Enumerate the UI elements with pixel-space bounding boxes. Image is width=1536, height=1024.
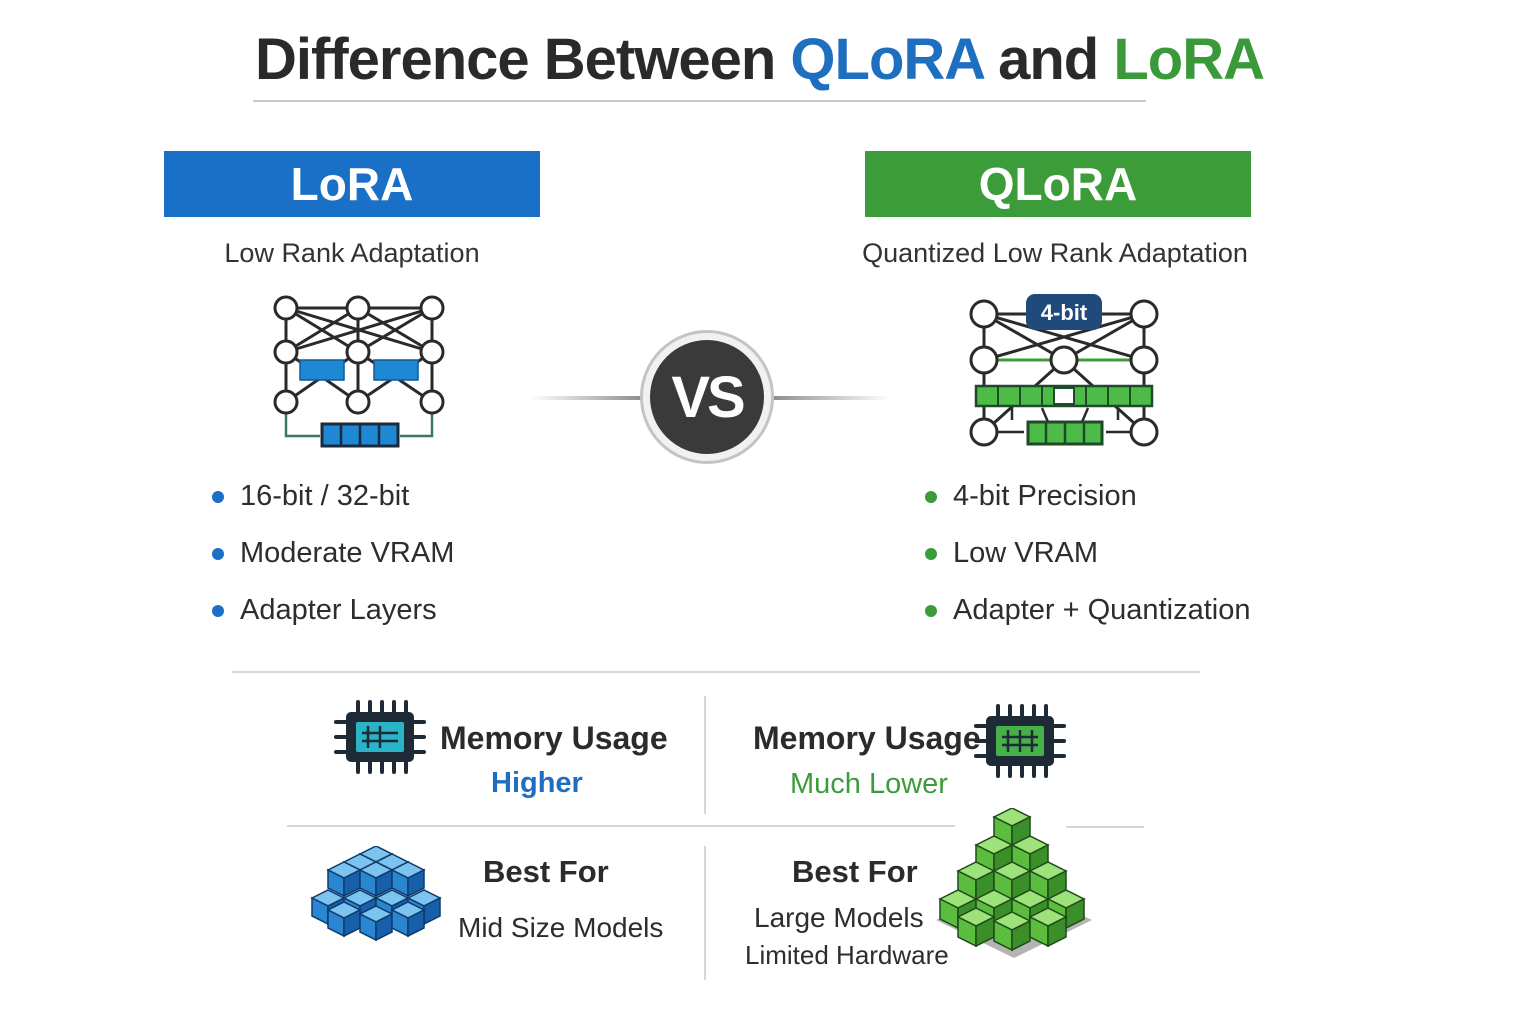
neural-network-icon — [273, 295, 445, 448]
list-item: Adapter Layers — [210, 590, 454, 647]
title-divider — [253, 100, 1146, 102]
qlora-bestfor-note: Limited Hardware — [745, 940, 949, 970]
diagram-badge: 4-bit — [1041, 300, 1088, 325]
memory-divider — [704, 696, 706, 814]
page-title: Difference Between QLoRA and LoRA — [255, 26, 1265, 93]
lora-subtitle: Low Rank Adaptation — [224, 238, 480, 268]
bullet-dot — [925, 605, 937, 617]
cube-stack-icon — [936, 808, 1092, 958]
bullet-dot — [212, 491, 224, 503]
quantized-network-icon: 4-bit — [969, 294, 1159, 447]
lora-bestfor-label: Best For — [483, 854, 609, 889]
row-divider-end — [1066, 826, 1144, 828]
lora-feature-list: 16-bit / 32-bit Moderate VRAM Adapter La… — [210, 476, 454, 647]
bullet-dot — [212, 605, 224, 617]
cube-stack-icon — [311, 846, 441, 941]
memory-chip-icon — [334, 700, 426, 774]
qlora-banner: QLoRA — [865, 151, 1251, 217]
title-lora: LoRA — [1113, 27, 1265, 92]
vs-badge: VS — [640, 330, 774, 464]
memory-chip-icon — [974, 704, 1066, 778]
bullet-dot — [212, 548, 224, 560]
vs-text: VS — [650, 340, 764, 454]
qlora-bestfor-value: Large Models — [754, 902, 924, 933]
row-divider — [287, 825, 955, 827]
qlora-subtitle: Quantized Low Rank Adaptation — [862, 238, 1248, 268]
list-item: Adapter + Quantization — [923, 590, 1250, 647]
list-item: Moderate VRAM — [210, 533, 454, 590]
bestfor-divider — [704, 846, 706, 980]
lora-banner: LoRA — [164, 151, 540, 217]
qlora-memory-value: Much Lower — [790, 768, 948, 800]
vs-line-right — [772, 396, 890, 400]
title-middle: and — [983, 27, 1114, 92]
section-divider — [232, 671, 1200, 673]
lora-memory-value: Higher — [491, 767, 583, 799]
qlora-feature-list: 4-bit Precision Low VRAM Adapter + Quant… — [923, 476, 1250, 647]
bullet-dot — [925, 548, 937, 560]
qlora-bestfor-label: Best For — [792, 854, 918, 889]
list-item: 4-bit Precision — [923, 476, 1250, 533]
vs-line-left — [530, 396, 642, 400]
lora-memory-label: Memory Usage — [440, 720, 668, 756]
title-qlora: QLoRA — [790, 27, 984, 92]
list-item: 16-bit / 32-bit — [210, 476, 454, 533]
lora-bestfor-value: Mid Size Models — [458, 912, 664, 943]
title-prefix: Difference Between — [255, 27, 791, 92]
qlora-memory-label: Memory Usage — [753, 720, 981, 756]
bullet-dot — [925, 491, 937, 503]
list-item: Low VRAM — [923, 533, 1250, 590]
